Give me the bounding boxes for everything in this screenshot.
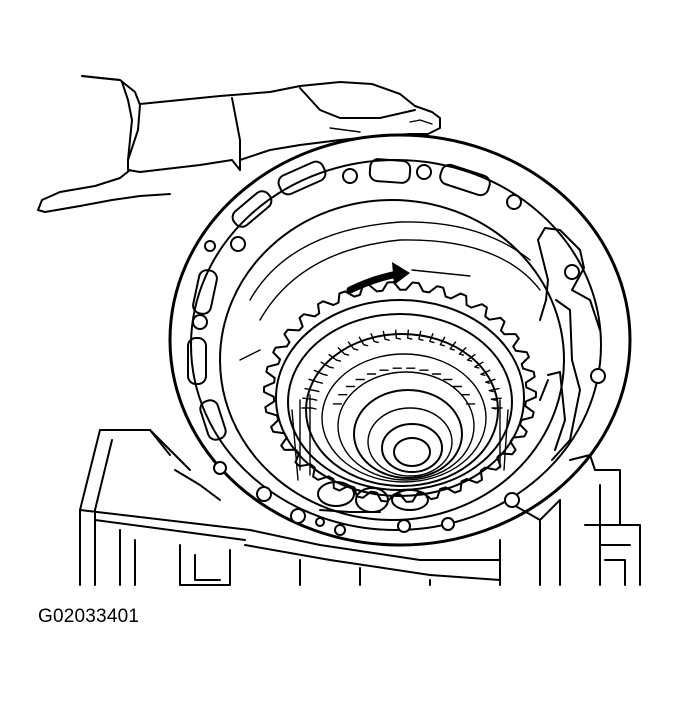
drum-tooth bbox=[347, 341, 359, 351]
drum-tooth bbox=[304, 387, 320, 393]
drum-tooth bbox=[320, 361, 334, 369]
drum-tooth bbox=[301, 407, 317, 410]
drum-tooth bbox=[485, 378, 496, 384]
transmission-case bbox=[79, 429, 641, 586]
drum-tooth bbox=[458, 347, 467, 356]
drum-tooth bbox=[474, 361, 484, 369]
drum-tooth bbox=[337, 347, 350, 356]
drum-tooth bbox=[382, 330, 390, 341]
hand bbox=[37, 75, 441, 213]
drum-tooth bbox=[395, 329, 401, 340]
drum-tooth bbox=[488, 387, 500, 393]
drum-tooth bbox=[490, 397, 502, 401]
drum-tooth bbox=[439, 336, 446, 347]
clutch-drum bbox=[263, 281, 537, 513]
drum-tooth bbox=[313, 369, 328, 376]
drum-tooth bbox=[302, 397, 318, 401]
rotation-arrow-icon bbox=[346, 262, 410, 294]
transmission-illustration bbox=[37, 75, 641, 586]
pump-housing bbox=[168, 133, 632, 547]
drum-tooth bbox=[418, 330, 424, 341]
drum-tooth bbox=[491, 407, 503, 410]
drum-tooth bbox=[466, 353, 476, 362]
drum-tooth bbox=[407, 329, 413, 340]
drum-tooth bbox=[358, 336, 369, 347]
drum-tooth bbox=[429, 333, 435, 344]
drum-tooth bbox=[308, 378, 323, 384]
drum-tooth bbox=[328, 353, 342, 362]
figure-code: G02033401 bbox=[38, 606, 140, 627]
drum-tooth bbox=[370, 333, 379, 344]
drum-tooth bbox=[449, 341, 457, 351]
drum-tooth bbox=[480, 369, 491, 376]
